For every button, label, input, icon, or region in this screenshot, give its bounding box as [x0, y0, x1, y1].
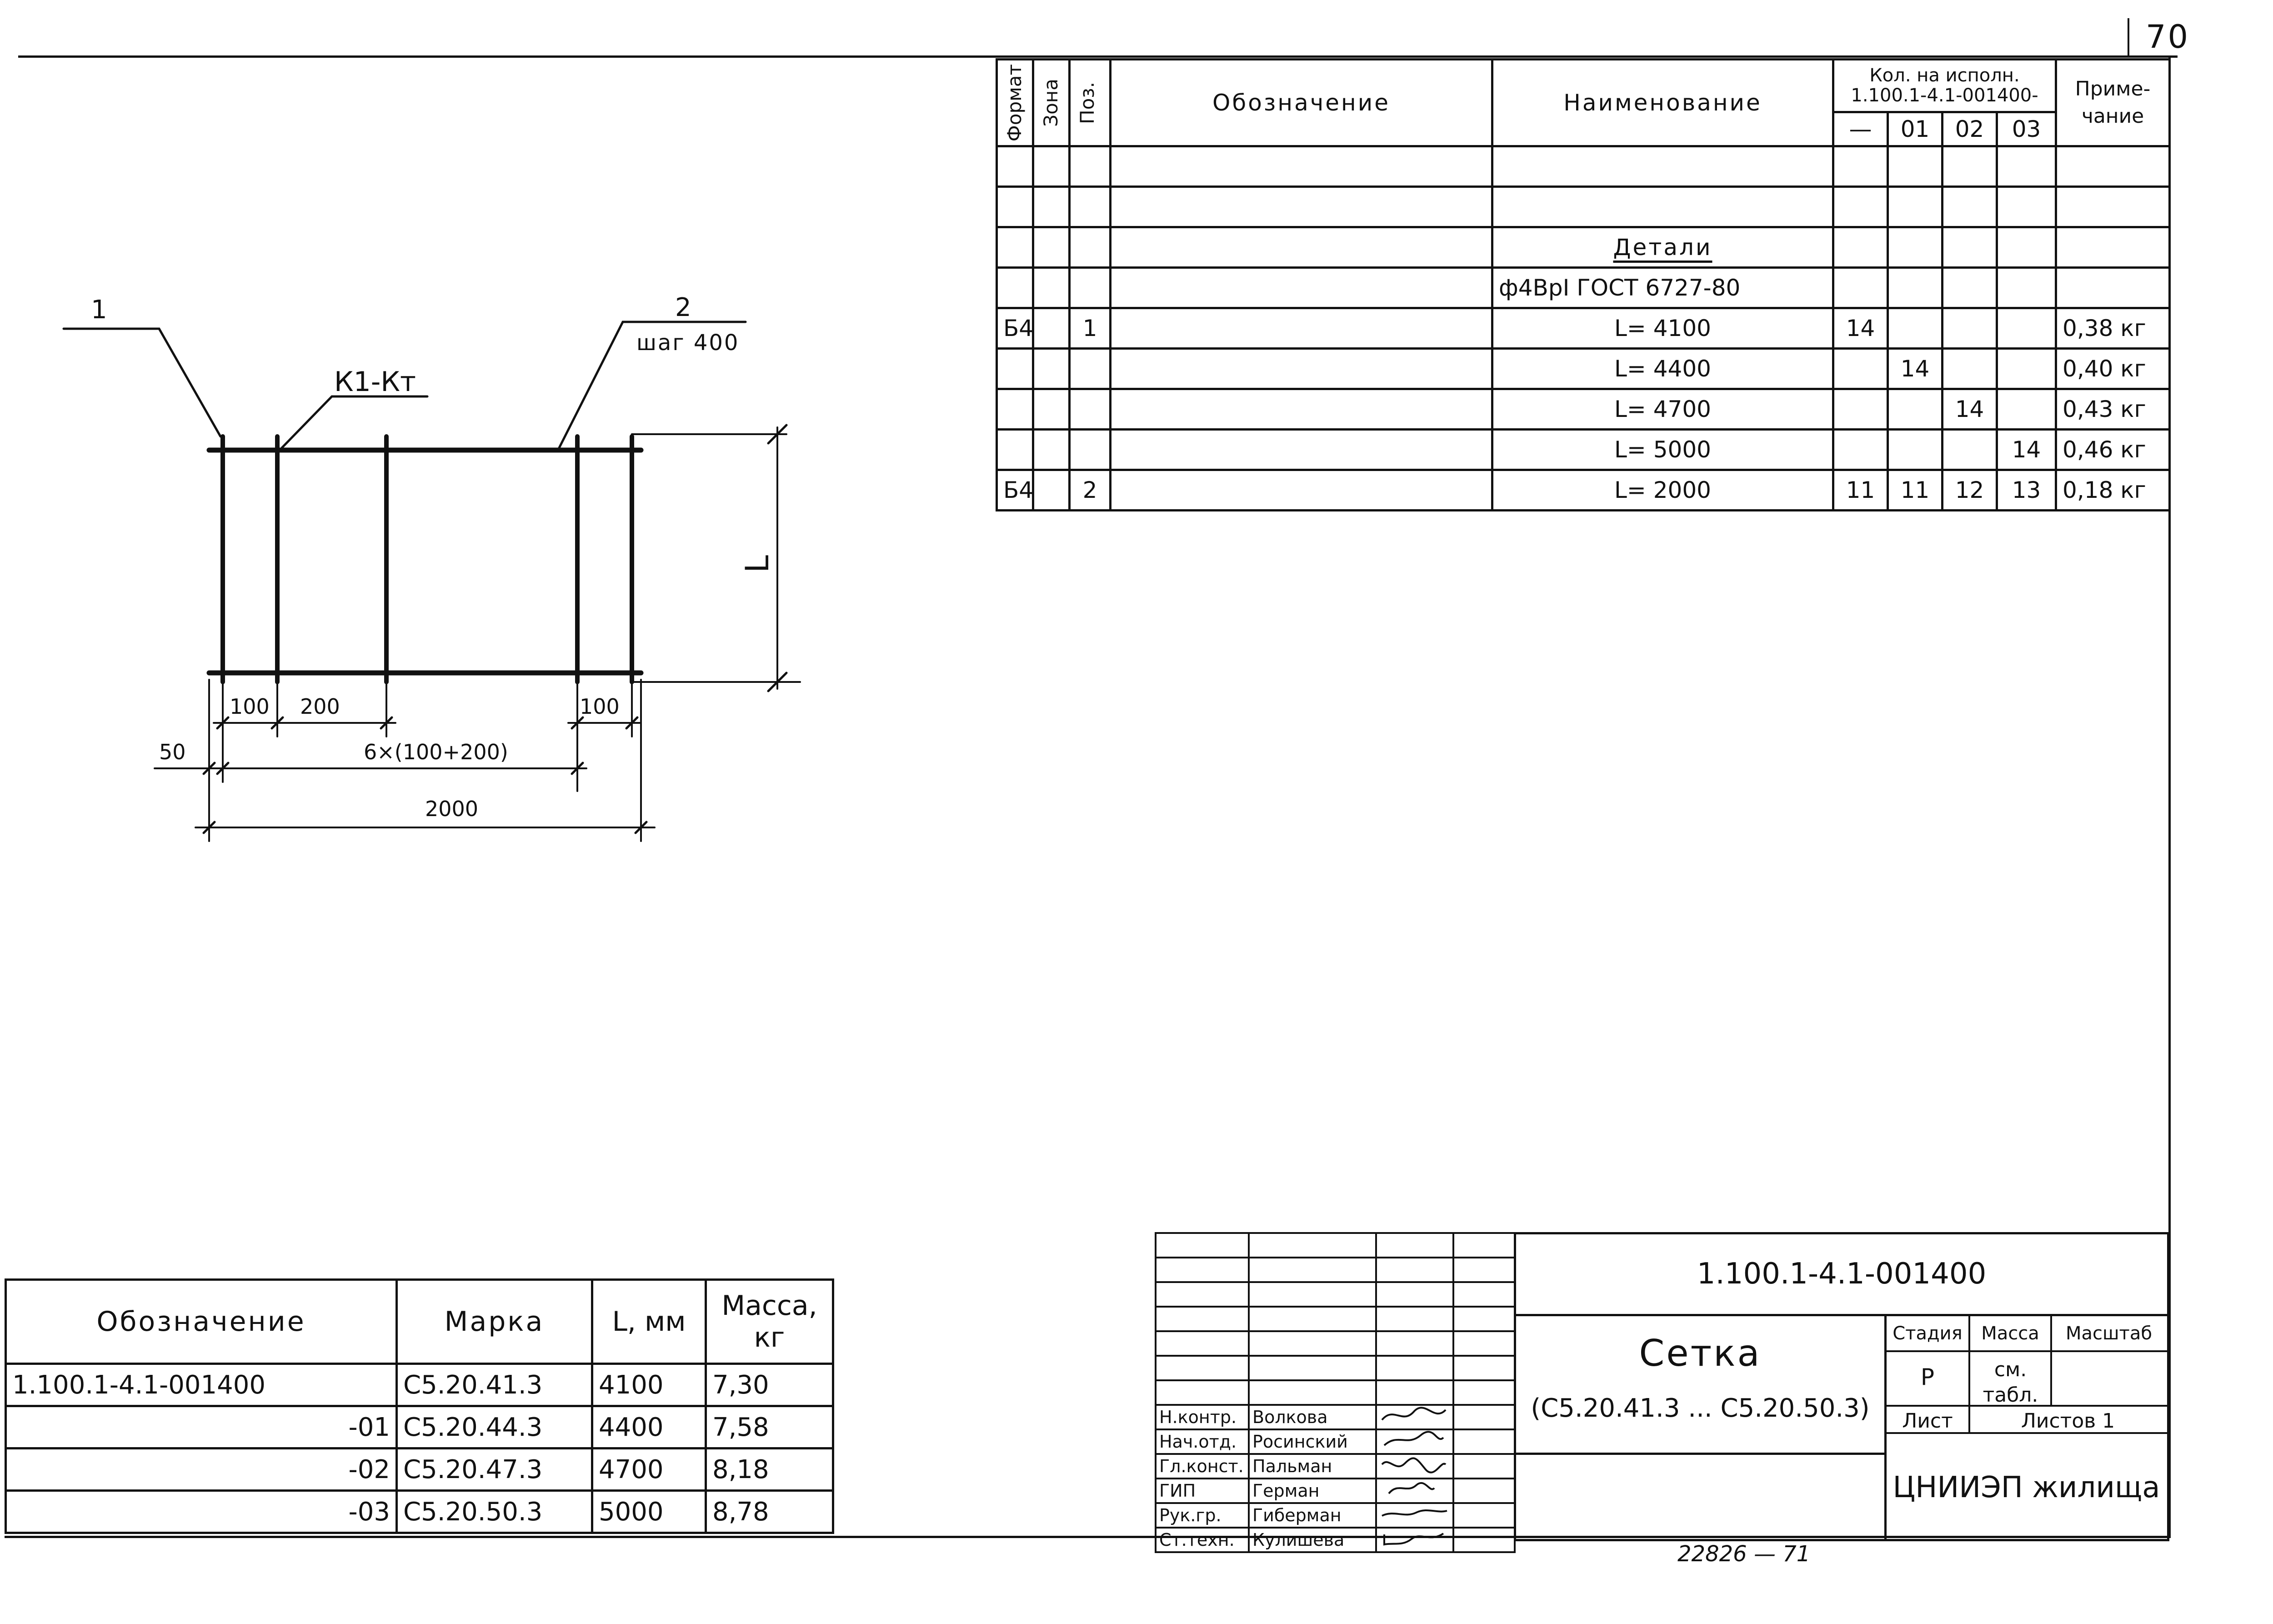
stage-value: Р: [1920, 1364, 1935, 1390]
leader-pos2: [558, 321, 747, 449]
leader-pos1: [62, 327, 222, 438]
stage-label: Стадия: [1892, 1323, 1963, 1344]
variants-designation-header: Обозначение: [5, 1278, 398, 1365]
signatures-table: Н.контр.Волкова Нач.отд.Росинский Гл.кон…: [1155, 1232, 1516, 1553]
label-weld: К1-Кт: [334, 366, 416, 398]
sheets-label: Листов 1: [2021, 1409, 2115, 1433]
scale-label: Масштаб: [2065, 1323, 2153, 1344]
col-designation-header: Обозначение: [1109, 58, 1493, 148]
col-pos-header: Поз.: [1068, 58, 1111, 148]
col-qty-header: Кол. на исполн. 1.100.1-4.1-001400-: [1832, 58, 2058, 113]
variants-length-header: L, мм: [591, 1278, 707, 1365]
table-row: L= 4400 14 0,40 кг: [996, 347, 2171, 391]
signer-row: Рук.гр.Гиберман: [1155, 1502, 1516, 1529]
col-note-header: Приме-чание: [2055, 58, 2171, 148]
frame-right-line: [2168, 55, 2171, 1538]
table-row: L= 5000 14 0,46 кг: [996, 428, 2171, 471]
drawing-subtitle: (С5.20.41.3 ... С5.20.50.3): [1531, 1393, 1870, 1423]
specification-table: Формат Зона Поз. Обозначение Наименовани…: [996, 58, 2171, 512]
footer-number: 22826 — 71: [1677, 1541, 1811, 1567]
table-row: Детали: [996, 226, 2171, 269]
label-step: шаг 400: [636, 330, 739, 356]
signature: [1375, 1502, 1454, 1529]
dim-total: 2000: [425, 797, 478, 821]
title-block: 1.100.1-4.1-001400 Сетка (С5.20.41.3 ...…: [1514, 1232, 2169, 1541]
qty-col-02: 02: [1941, 110, 1998, 148]
label-L: L: [739, 555, 776, 573]
signature: [1375, 1453, 1454, 1479]
signer-row: Гл.конст.Пальман: [1155, 1453, 1516, 1479]
qty-col-01: 01: [1887, 110, 1943, 148]
table-row: [996, 145, 2171, 188]
qty-col-base: —: [1832, 110, 1889, 148]
table-row: [996, 185, 2171, 229]
material-spec: ф4ВрI ГОСТ 6727-80: [1491, 266, 1834, 310]
mass-value: см. табл.: [1983, 1358, 2038, 1407]
signer-row: Ст.техн.Кулишева: [1155, 1527, 1516, 1553]
dim-50: 50: [159, 740, 186, 764]
sheet-number: 70: [2146, 18, 2190, 55]
col-name-header: Наименование: [1491, 58, 1834, 148]
variants-mark-header: Марка: [396, 1278, 593, 1365]
table-row: L= 4700 14 0,43 кг: [996, 388, 2171, 431]
variants-mass-header: Масса, кг: [705, 1278, 834, 1365]
signer-row: Н.контр.Волкова: [1155, 1404, 1516, 1430]
dim-repeat: 6×(100+200): [364, 740, 508, 764]
sheet-number-box-left: [2128, 18, 2129, 57]
dim-100-right: 100: [580, 694, 620, 719]
table-row: ф4ВрI ГОСТ 6727-80: [996, 266, 2171, 310]
qty-col-03: 03: [1995, 110, 2058, 148]
col-zone-header: Зона: [1032, 58, 1071, 148]
drawing-title: Сетка: [1639, 1332, 1762, 1374]
document-code: 1.100.1-4.1-001400: [1697, 1257, 1987, 1291]
signer-row: Нач.отд.Росинский: [1155, 1429, 1516, 1455]
section-title: Детали: [1613, 234, 1712, 261]
leader-weld: [280, 395, 429, 449]
mass-label: Масса: [1981, 1323, 2039, 1344]
signature: [1375, 1527, 1454, 1553]
label-pos1: 1: [91, 295, 107, 325]
dim-100-left: 100: [230, 694, 270, 719]
col-format-header: Формат: [996, 58, 1034, 148]
signature: [1375, 1478, 1454, 1504]
signature: [1375, 1404, 1454, 1430]
frame-top-line: [18, 55, 2178, 58]
organization-name: ЦНИИЭП жилища: [1892, 1471, 2160, 1504]
mesh-drawing: 1 2 шаг 400 К1-Кт L 100 200 100 50 6×(10…: [62, 293, 801, 842]
sheet-label: Лист: [1902, 1409, 1953, 1433]
label-pos2: 2: [675, 293, 691, 322]
dim-200: 200: [300, 694, 340, 719]
signature: [1375, 1429, 1454, 1455]
variants-table: Обозначение Марка L, мм Масса, кг 1.100.…: [5, 1278, 834, 1534]
frame-bottom-line: [5, 1536, 2171, 1538]
